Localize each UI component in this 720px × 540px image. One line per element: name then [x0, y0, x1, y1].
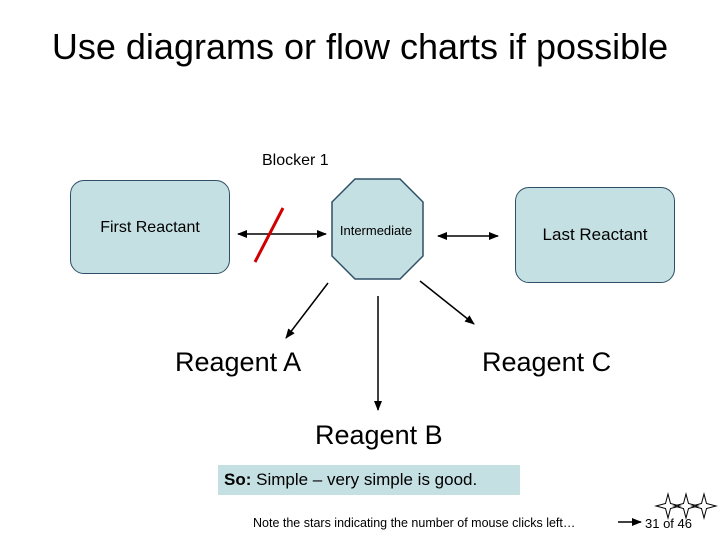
- callout-prefix: So:: [224, 470, 252, 489]
- click-stars[interactable]: [654, 492, 718, 520]
- star-icon: [672, 492, 700, 520]
- footer-note: Note the stars indicating the number of …: [253, 516, 576, 530]
- last-reactant-label: Last Reactant: [542, 225, 648, 244]
- slide-title: Use diagrams or flow charts if possible: [51, 26, 669, 67]
- first-reactant-box: First Reactant: [70, 180, 230, 274]
- arrow-to-reagent-c: [419, 280, 475, 325]
- reagent-c-label: Reagent C: [482, 347, 612, 377]
- callout-box: So: Simple – very simple is good.: [218, 465, 520, 495]
- page-number: 31 of 46: [645, 516, 692, 531]
- blocker-slash: [253, 207, 285, 263]
- last-reactant-box: Last Reactant: [515, 187, 675, 283]
- reagent-b-label: Reagent B: [315, 420, 443, 450]
- callout-text: Simple – very simple is good.: [251, 470, 478, 489]
- arrow-to-reagent-a: [285, 282, 329, 339]
- intermediate-label: Intermediate: [339, 223, 413, 238]
- star-icon: [690, 492, 718, 520]
- reagent-a-label: Reagent A: [175, 347, 302, 377]
- first-reactant-label: First Reactant: [100, 219, 200, 236]
- blocker-label: Blocker 1: [262, 152, 329, 169]
- star-icon: [654, 492, 682, 520]
- intermediate-octagon: [331, 178, 424, 280]
